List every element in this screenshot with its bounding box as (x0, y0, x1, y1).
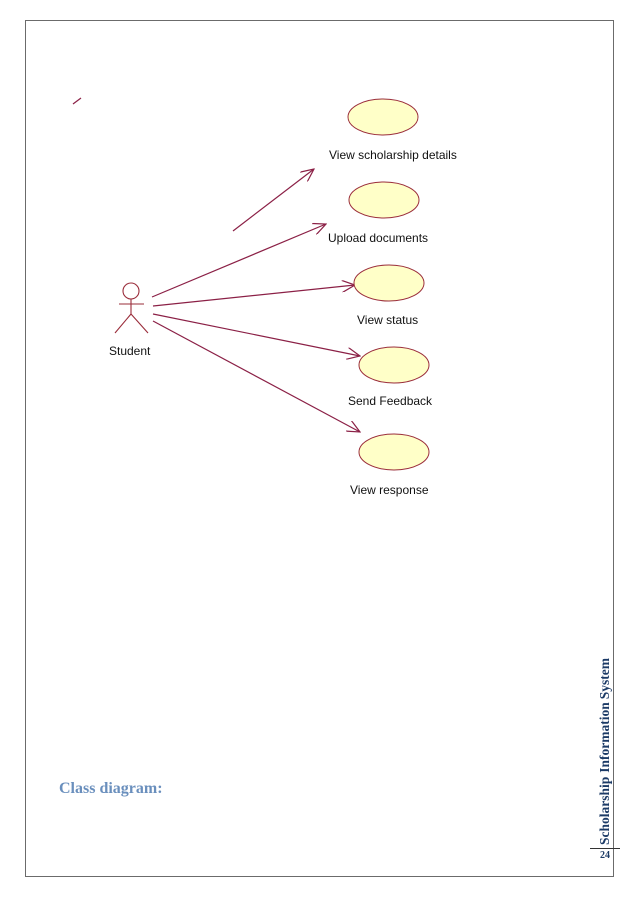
use-case-ellipse-view-scholarship-details (347, 98, 419, 136)
arrow-to-view-response (152, 320, 360, 432)
side-title-word-1: Scholarship (597, 776, 612, 845)
section-heading: Class diagram: (59, 780, 163, 797)
arrow-to-view-status (152, 285, 355, 307)
page-frame (25, 20, 614, 877)
use-case-label-view-status: View status (357, 313, 419, 327)
page-number-rule (590, 848, 620, 849)
arrow-to-view-scholarship-details (232, 169, 314, 232)
use-case-label-view-response: View response (350, 483, 429, 497)
stick-figure-icon (114, 282, 149, 334)
side-title-word-3: System (597, 657, 612, 700)
actor-label: Student (109, 344, 151, 358)
use-case-label-upload-documents: Upload documents (328, 231, 429, 245)
use-case-ellipse-upload-documents (348, 181, 420, 219)
side-title: Scholarship Information System (597, 658, 613, 845)
arrow-to-upload-documents (151, 224, 326, 298)
page-number: 24 (600, 850, 610, 861)
side-title-word-2: Information (597, 702, 612, 773)
use-case-ellipse-view-response (358, 433, 430, 471)
arrow-to-send-feedback (152, 313, 360, 356)
use-case-label-send-feedback: Send Feedback (348, 394, 433, 408)
use-case-ellipse-send-feedback (358, 346, 430, 384)
stray-tick-mark (72, 97, 82, 105)
use-case-label-view-scholarship-details: View scholarship details (329, 148, 457, 162)
use-case-ellipse-view-status (353, 264, 425, 302)
